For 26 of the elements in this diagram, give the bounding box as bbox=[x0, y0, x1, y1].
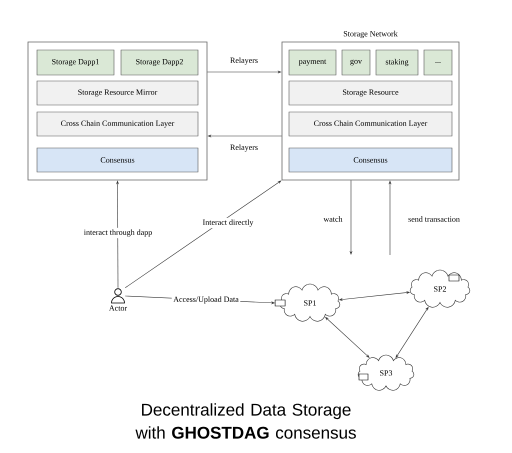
module-box: staking bbox=[376, 50, 418, 76]
module-box: gov bbox=[342, 50, 370, 76]
actor-node: Actor bbox=[108, 288, 128, 311]
node-label: Actor bbox=[108, 305, 128, 311]
layer-box: Cross Chain Communication Layer bbox=[36, 112, 198, 136]
module-box: payment bbox=[288, 50, 336, 76]
layer-box: Storage Resource Mirror bbox=[36, 80, 198, 106]
edge-label: Interact directly bbox=[201, 218, 255, 228]
consensus-box: Consensus bbox=[288, 148, 452, 172]
layer-box: Cross Chain Communication Layer bbox=[288, 112, 452, 136]
edge-label: watch bbox=[323, 216, 342, 222]
layer-box: Storage Resource bbox=[288, 80, 452, 106]
node-label: Storage Network bbox=[344, 30, 398, 38]
storage-cloud: SP2 bbox=[410, 270, 470, 308]
edge-label: Relayers bbox=[230, 144, 258, 152]
consensus-box: Consensus bbox=[36, 148, 198, 172]
edge-label: Relayers bbox=[230, 57, 258, 65]
module-box: Storage Dapp2 bbox=[120, 50, 198, 76]
storage-cloud: SP3 bbox=[358, 354, 414, 391]
edge-label: interact through dapp bbox=[82, 228, 154, 238]
edge-label: send transaction bbox=[408, 216, 460, 222]
module-box: ... bbox=[424, 50, 452, 76]
module-box: Storage Dapp1 bbox=[36, 50, 114, 76]
caption: Decentralized Data Storage with GHOSTDAG consensus bbox=[135, 403, 356, 439]
edge-label: Access/Upload Data bbox=[172, 294, 240, 306]
storage-cloud: SP1 bbox=[274, 284, 340, 322]
